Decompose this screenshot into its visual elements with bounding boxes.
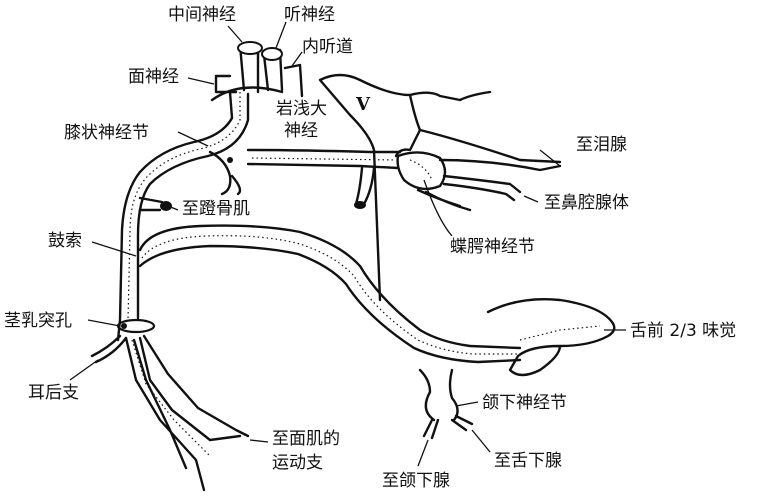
leader-motor (249, 439, 269, 443)
label-chorda-tympani: 鼓索 (48, 231, 82, 251)
facial-canal-outer (116, 90, 234, 342)
label-motor-2: 运动支 (272, 453, 323, 473)
leader-facial (187, 77, 215, 85)
label-stylomastoid-foramen: 茎乳突孔 (4, 311, 72, 331)
label-geniculate-ganglion: 膝状神经节 (64, 123, 149, 143)
leader-ptg-ganglion (423, 179, 453, 237)
pterygopalatine-ganglion (396, 151, 447, 191)
label-greater-petrosal-2: 神经 (284, 121, 318, 141)
chorda-tympani-outer (138, 224, 522, 350)
label-motor-1: 至面肌的 (272, 429, 340, 449)
label-trigeminal-v: V (355, 94, 371, 115)
nasal-branch (442, 174, 522, 202)
leader-sublingual (471, 429, 491, 453)
label-submandibular-ganglion: 颌下神经节 (482, 393, 567, 413)
label-facial-nerve: 面神经 (128, 67, 179, 87)
geniculate-knob (208, 150, 242, 196)
sublingual-gland-branch (450, 414, 474, 432)
labels: 中间神经 听神经 面神经 内听道 V 岩浅大 神经 膝状神经节 至泪腺 至蹬骨肌… (4, 5, 736, 491)
label-submandibular-gland: 至颌下腺 (382, 471, 450, 491)
leader-chorda (91, 241, 137, 257)
motor-fibers (131, 339, 211, 457)
greater-petrosal-upper (246, 148, 402, 154)
ganglion-fibers (409, 159, 433, 181)
chorda-tympani-inner (138, 244, 522, 364)
posterior-auricular-branch (90, 334, 128, 364)
leader-submandibular-gland (417, 439, 429, 467)
tongue-outline (486, 298, 616, 377)
label-pterygopalatine-ganglion: 蝶腭神经节 (450, 237, 535, 257)
meatus-ring (210, 86, 284, 102)
intermediate-nerve-cut-end (237, 41, 263, 55)
label-posterior-auricular: 耳后支 (28, 383, 79, 403)
facial-canal-fibers (127, 92, 241, 321)
label-greater-petrosal-1: 岩浅大 (276, 99, 327, 119)
submandibular-gland-branch (422, 418, 440, 440)
leader-stapedius (167, 205, 179, 211)
trigeminal-v-outline (318, 73, 562, 302)
leader-intermediate (227, 25, 243, 43)
lacrimal-branch (438, 158, 562, 172)
petrosal-branch-end (354, 201, 366, 209)
label-stapedius: 至蹬骨肌 (182, 199, 250, 219)
leader-geniculate (177, 131, 209, 147)
stapedius-branch (138, 196, 164, 212)
leader-lacrimal (539, 149, 561, 167)
label-lacrimal-gland: 至泪腺 (576, 135, 627, 155)
leader-post-auricular (69, 359, 99, 381)
nerve-drawing (90, 41, 616, 492)
palatine-branches (416, 188, 472, 212)
label-sublingual-gland: 至舌下腺 (494, 451, 562, 471)
leader-nasal (523, 195, 539, 203)
greater-petrosal-lower (246, 162, 400, 170)
facial-canal-inner (136, 92, 250, 320)
label-nasal-glands: 至鼻腔腺体 (544, 193, 629, 213)
geniculate-dot (227, 157, 233, 163)
leader-stylomastoid (87, 319, 121, 327)
petrosal-downward-branch (354, 166, 376, 206)
label-internal-acoustic-meatus: 内听道 (302, 37, 353, 57)
stylomastoid-dot (121, 323, 127, 329)
label-intermediate-nerve: 中间神经 (168, 5, 236, 25)
submandibular-ganglion (418, 368, 459, 422)
greater-petrosal-fibers (251, 157, 397, 161)
tongue-fibers (519, 325, 601, 341)
internal-acoustic-meatus-tube (283, 63, 304, 98)
leader-lines (69, 21, 626, 467)
chorda-tympani-fibers (141, 235, 520, 355)
label-auditory-nerve: 听神经 (284, 5, 335, 25)
label-taste-anterior: 舌前 2/3 味觉 (630, 321, 736, 341)
leader-auditory (275, 21, 287, 49)
motor-branches (124, 334, 250, 492)
auditory-nerve-cut-end (261, 47, 283, 61)
leader-meatus (291, 51, 303, 67)
leader-submandibular-ganglion (455, 401, 479, 407)
stapedius-branch-end (160, 201, 172, 211)
